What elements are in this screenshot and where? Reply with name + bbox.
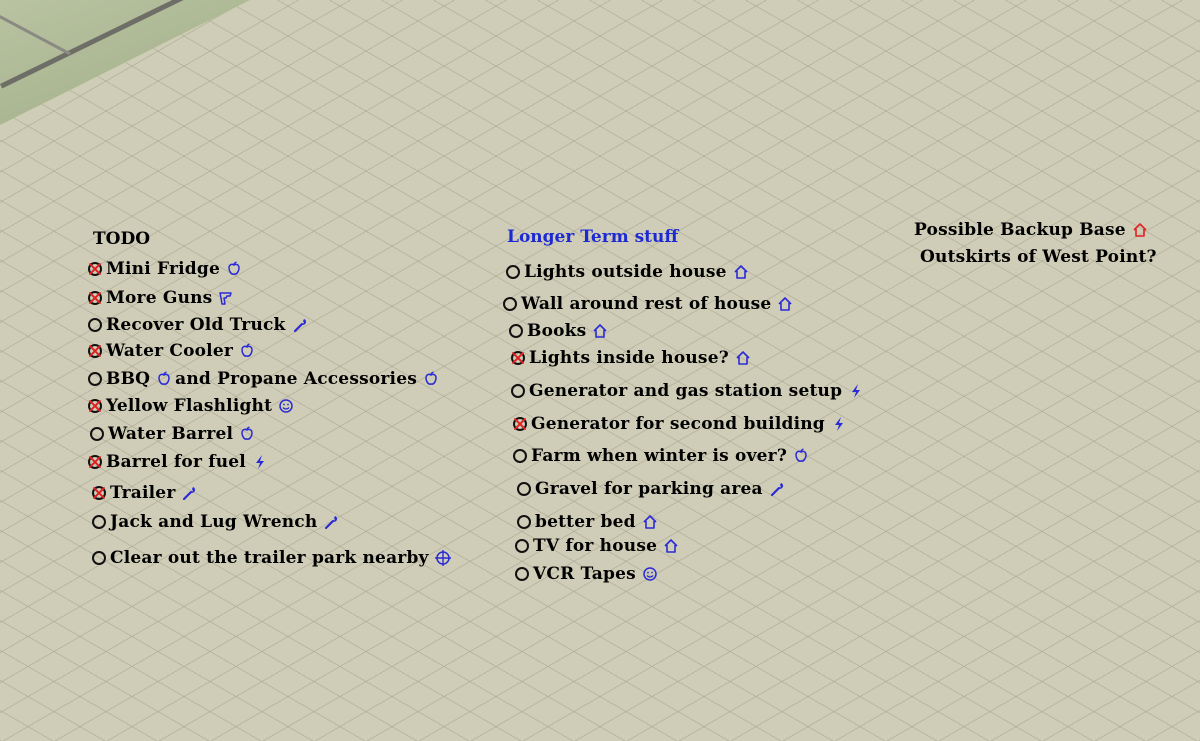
checklist-item[interactable]: Wall around rest of house [503, 294, 793, 314]
checklist-item[interactable]: TV for house [515, 536, 679, 556]
checklist-item[interactable]: Books [509, 321, 608, 341]
house-icon [663, 538, 679, 554]
checklist-item[interactable]: Recover Old Truck [88, 315, 308, 335]
unchecked-box-icon[interactable] [92, 551, 106, 565]
backup-location-line: Outskirts of West Point? [920, 247, 1157, 267]
checklist-item[interactable]: Generator and gas station setup [511, 381, 864, 401]
crosshair-icon [434, 550, 451, 566]
checklist-item[interactable]: Jack and Lug Wrench [92, 512, 339, 532]
todo-title: TODO [93, 229, 151, 249]
checklist-item-label: Lights outside house [524, 262, 727, 282]
checklist-item-label: Recover Old Truck [106, 315, 286, 335]
wrench-icon [323, 514, 339, 530]
checklist-item-label: Clear out the trailer park nearby [110, 548, 429, 568]
checked-box-icon[interactable] [92, 486, 106, 500]
house-icon [592, 323, 608, 339]
unchecked-box-icon[interactable] [90, 427, 104, 441]
checklist-item[interactable]: Barrel for fuel [88, 452, 268, 472]
wrench-icon [769, 481, 785, 497]
checklist-item-label: Water Cooler [106, 341, 234, 361]
checklist-item-label: Jack and Lug Wrench [110, 512, 318, 532]
checklist-item-label: Mini Fridge [106, 259, 220, 279]
checklist-item-label: Generator and gas station setup [529, 381, 843, 401]
house-icon [642, 514, 658, 530]
checked-box-icon[interactable] [511, 351, 525, 365]
apple-icon [226, 261, 242, 277]
checklist-item-label: Lights inside house? [529, 348, 729, 368]
checklist-item[interactable]: better bed [517, 512, 658, 532]
checked-box-icon[interactable] [88, 455, 102, 469]
unchecked-box-icon[interactable] [517, 515, 531, 529]
checklist-item-label-extra: and Propane Accessories [175, 369, 418, 389]
checklist-item[interactable]: Gravel for parking area [517, 479, 785, 499]
checklist-item-label: More Guns [106, 288, 213, 308]
checklist-item[interactable]: Water Barrel [90, 424, 255, 444]
unchecked-box-icon[interactable] [511, 384, 525, 398]
checklist-item-label: better bed [535, 512, 636, 532]
checklist-item[interactable]: Lights inside house? [511, 348, 751, 368]
apple-icon [239, 426, 255, 442]
checklist-item-label: Barrel for fuel [106, 452, 246, 472]
lightning-icon [252, 454, 268, 470]
checked-box-icon[interactable] [88, 262, 102, 276]
unchecked-box-icon[interactable] [513, 449, 527, 463]
apple-icon [423, 371, 439, 387]
checklist-item-label: Wall around rest of house [521, 294, 772, 314]
unchecked-box-icon[interactable] [503, 297, 517, 311]
checklist-item-label: Generator for second building [531, 414, 825, 434]
checked-box-icon[interactable] [88, 399, 102, 413]
checked-box-icon[interactable] [513, 417, 527, 431]
checklist-item-label: Gravel for parking area [535, 479, 763, 499]
unchecked-box-icon[interactable] [515, 539, 529, 553]
checklist-item-label: BBQ [106, 369, 151, 389]
apple-icon [239, 343, 255, 359]
backup-location-text: Outskirts of West Point? [920, 247, 1157, 267]
checklist-item[interactable]: Water Cooler [88, 341, 255, 361]
checklist-item-label: Yellow Flashlight [106, 396, 273, 416]
checklist-item[interactable]: Generator for second building [513, 414, 847, 434]
gun-icon [218, 290, 234, 306]
checklist-item[interactable]: Mini Fridge [88, 259, 242, 279]
checklist-item-label: Water Barrel [108, 424, 234, 444]
unchecked-box-icon[interactable] [517, 482, 531, 496]
backup-base-text: Possible Backup Base [914, 220, 1126, 240]
checklist-item[interactable]: Lights outside house [506, 262, 749, 282]
checklist-item-label: VCR Tapes [533, 564, 636, 584]
checklist-item[interactable]: VCR Tapes [515, 564, 658, 584]
lightning-icon [831, 416, 847, 432]
apple-icon [793, 448, 809, 464]
apple-icon [156, 371, 172, 387]
checklist-item-label: Trailer [110, 483, 176, 503]
house-icon [1132, 222, 1148, 238]
checklist-item[interactable]: Clear out the trailer park nearby [92, 548, 451, 568]
unchecked-box-icon[interactable] [92, 515, 106, 529]
unchecked-box-icon[interactable] [509, 324, 523, 338]
unchecked-box-icon[interactable] [515, 567, 529, 581]
house-icon [735, 350, 751, 366]
checklist-item-label: TV for house [533, 536, 658, 556]
longer-term-title: Longer Term stuff [507, 227, 679, 247]
wrench-icon [292, 317, 308, 333]
checklist-item[interactable]: Farm when winter is over? [513, 446, 809, 466]
smiley-icon [278, 398, 294, 414]
unchecked-box-icon[interactable] [88, 318, 102, 332]
unchecked-box-icon[interactable] [88, 372, 102, 386]
checklist-item[interactable]: More Guns [88, 288, 234, 308]
checked-box-icon[interactable] [88, 291, 102, 305]
wrench-icon [181, 485, 197, 501]
checked-box-icon[interactable] [88, 344, 102, 358]
lightning-icon [848, 383, 864, 399]
checklist-item-label: Farm when winter is over? [531, 446, 787, 466]
checklist-item-label: Books [527, 321, 587, 341]
house-icon [777, 296, 793, 312]
checklist-item[interactable]: Yellow Flashlight [88, 396, 294, 416]
unchecked-box-icon[interactable] [506, 265, 520, 279]
backup-base-line: Possible Backup Base [914, 220, 1148, 240]
checklist-item[interactable]: Trailer [92, 483, 197, 503]
checklist-item[interactable]: BBQ and Propane Accessories [88, 369, 439, 389]
smiley-icon [642, 566, 658, 582]
house-icon [733, 264, 749, 280]
